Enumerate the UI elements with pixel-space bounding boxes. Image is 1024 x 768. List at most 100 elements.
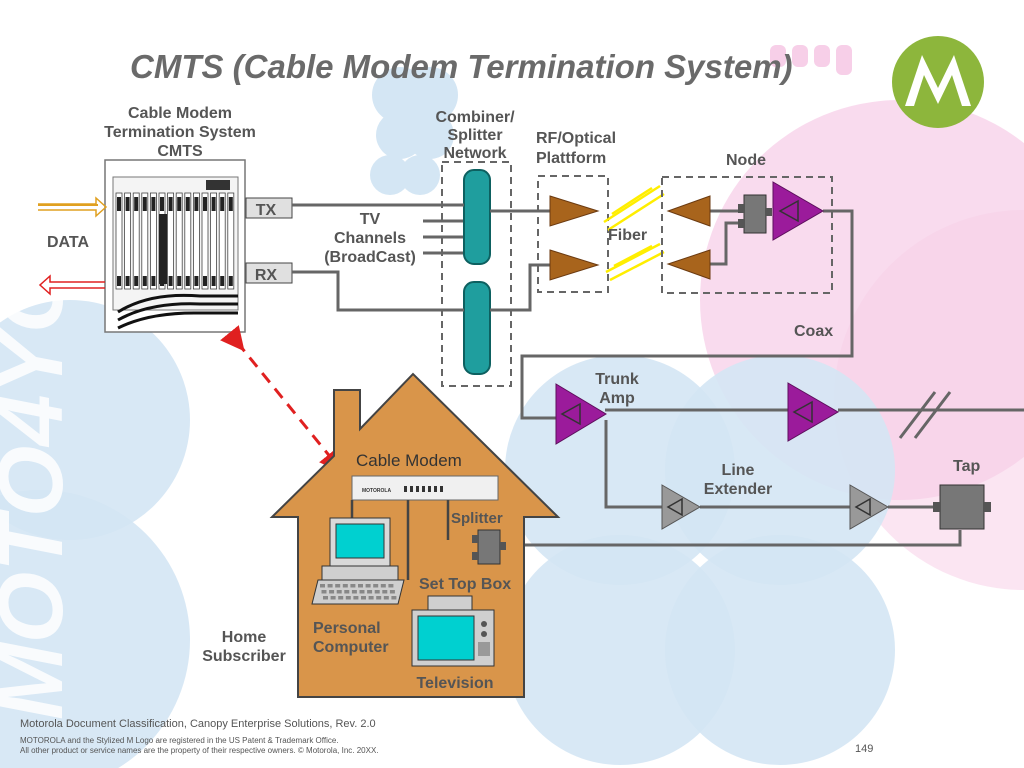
combiner-label-line1: Combiner/ <box>435 109 515 126</box>
cable-break-icon <box>898 391 952 439</box>
tv-label-line3: (BroadCast) <box>324 249 416 266</box>
television-label: Television <box>416 675 493 692</box>
combiner-unit <box>463 169 491 265</box>
keyboard-key <box>383 596 389 600</box>
modem-led <box>404 486 407 492</box>
node-label: Node <box>726 152 766 169</box>
trunk-label-line1: Trunk <box>595 371 639 388</box>
tv-channel-lines <box>423 219 466 255</box>
rf-label-line2: Plattform <box>536 150 606 167</box>
cmts-rack <box>104 159 246 333</box>
rack-card <box>124 192 131 290</box>
keyboard-key <box>345 596 351 600</box>
keyboard-key <box>321 590 327 594</box>
set-top-box-label: Set Top Box <box>419 576 511 593</box>
svg-text:MOTOROLA: MOTOROLA <box>362 488 391 494</box>
page-number: 149 <box>855 743 873 755</box>
keyboard-key <box>359 590 365 594</box>
keyboard-key <box>335 584 341 588</box>
keyboard-key <box>338 596 344 600</box>
keyboard-key <box>373 584 379 588</box>
cmts-label-line3: CMTS <box>157 143 203 160</box>
line-extender-2 <box>849 484 889 530</box>
data-in-arrow <box>38 196 108 218</box>
personal-computer-label-line2: Computer <box>313 639 389 656</box>
node-optical-transmitter <box>666 249 711 280</box>
rf-label-line1: RF/Optical <box>536 130 616 147</box>
tv-label-line2: Channels <box>334 230 406 247</box>
node-diplexer <box>738 194 772 234</box>
combiner-label-line3: Network <box>443 145 506 162</box>
combiner-network-box <box>441 161 512 387</box>
keyboard-key <box>382 590 388 594</box>
data-out-arrow <box>38 274 105 296</box>
background-decoration <box>0 45 1024 768</box>
set-top-box-icon <box>427 595 473 611</box>
line-extender-label-line2: Extender <box>704 481 772 498</box>
motorola-logo-icon <box>892 36 984 128</box>
rack-center-card <box>159 214 167 284</box>
keyboard-key <box>336 590 342 594</box>
rf-optical-platform-box <box>537 175 609 293</box>
watermark-text: MOTO4YOU <box>0 193 82 720</box>
keyboard-key <box>380 584 386 588</box>
trunk-amp-1 <box>555 383 607 445</box>
rx-label: RX <box>255 267 278 284</box>
home-splitter-icon <box>472 529 506 565</box>
cmts-label-line2: Termination System <box>104 124 256 141</box>
keyboard-key <box>361 596 366 600</box>
keyboard-key <box>342 584 348 588</box>
node-box <box>661 176 833 294</box>
line-extender-label-line1: Line <box>722 462 755 479</box>
keyboard-key <box>350 584 356 588</box>
cmts-modem-link <box>220 325 344 474</box>
node-optical-receiver <box>666 195 711 227</box>
cable-modem-device: MOTOROLA <box>351 475 499 501</box>
rack-card <box>201 192 209 290</box>
footer-classification: Motorola Document Classification, Canopy… <box>20 718 376 730</box>
keyboard-key <box>367 590 373 594</box>
cmts-label-line1: Cable Modem <box>128 105 232 122</box>
rack-card <box>210 192 218 290</box>
tap-icon <box>933 484 991 530</box>
keyboard-key <box>358 584 363 588</box>
keyboard-key <box>323 596 328 600</box>
optical-transmitter <box>549 195 600 227</box>
modem-led <box>410 486 413 492</box>
rack-card <box>167 192 175 290</box>
keyboard-key <box>376 596 382 600</box>
rack-card <box>192 192 200 290</box>
home-subscriber-label-line1: Home <box>222 629 267 646</box>
modem-led <box>434 486 437 492</box>
fiber-rays <box>603 184 665 282</box>
splitter-unit <box>463 281 491 375</box>
keyboard-key <box>388 584 394 588</box>
footer-trademark: MOTOROLA and the Stylized M Logo are reg… <box>20 736 339 745</box>
modem-led <box>440 486 443 492</box>
keyboard-key <box>368 596 374 600</box>
modem-led <box>416 486 419 492</box>
keyboard-key <box>353 596 359 600</box>
keyboard-key <box>374 590 380 594</box>
personal-computer-icon <box>311 517 405 605</box>
personal-computer-label-line1: Personal <box>313 620 381 637</box>
home-subscriber-label-line2: Subscriber <box>202 648 286 665</box>
footer-copyright: All other product or service names are t… <box>20 746 379 755</box>
tx-port <box>245 197 293 219</box>
modem-led <box>428 486 431 492</box>
tap-label: Tap <box>953 458 980 475</box>
line-extender-1 <box>661 484 701 530</box>
fiber-label: Fiber <box>608 227 647 244</box>
rack-card <box>141 192 149 290</box>
keyboard-key <box>389 590 395 594</box>
keyboard-key <box>320 584 325 588</box>
keyboard-key <box>351 590 357 594</box>
cable-modem-label: Cable Modem <box>356 451 462 470</box>
television-icon <box>411 609 495 667</box>
keyboard-key <box>365 584 371 588</box>
modem-led <box>422 486 425 492</box>
rack-card <box>115 192 123 290</box>
keyboard-key <box>330 596 336 600</box>
